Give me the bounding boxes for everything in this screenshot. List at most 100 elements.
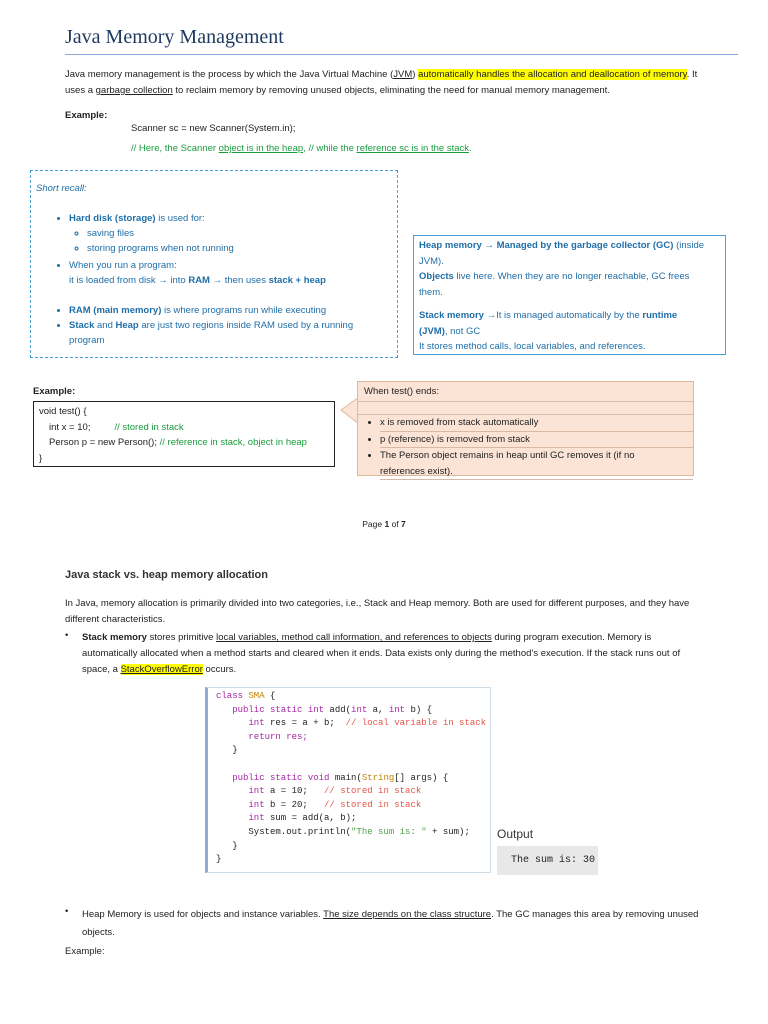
stack-text: , not GC	[444, 325, 481, 337]
example3-label: Example:	[65, 946, 105, 957]
comment-part: , // while the	[303, 143, 357, 154]
code-line: Person p = new Person(); // reference in…	[39, 435, 329, 451]
heap-line: Objects live here. When they are no long…	[419, 269, 720, 285]
recall-text: program	[69, 335, 105, 346]
code-string: "The sum is: "	[351, 826, 427, 837]
title-divider	[65, 54, 738, 55]
stack-bold: (JVM)	[419, 325, 445, 337]
code-token: }	[232, 840, 238, 851]
code-line: return res;	[216, 731, 482, 745]
code-line: }	[216, 840, 482, 854]
heap-text: objects.	[82, 927, 115, 938]
page-footer: Page 1 of 7	[0, 519, 768, 529]
callout-item: The Person object remains in heap until …	[380, 448, 693, 464]
code-line: }	[216, 853, 482, 867]
code-token: String	[361, 772, 395, 783]
recall-text: and	[94, 320, 116, 331]
code-token: void	[307, 772, 330, 783]
code-token: {	[264, 691, 276, 701]
code-token: System.out.println(	[248, 826, 352, 837]
heap-line: JVM).	[419, 255, 444, 267]
output-label: Output	[497, 827, 534, 841]
intro-paragraph: Java memory management is the process by…	[65, 67, 738, 99]
code-token: add(	[324, 704, 352, 715]
recall-text: it is loaded from disk → into	[69, 275, 189, 286]
intro-text-4: uses a	[65, 85, 96, 96]
stack-line: It stores method calls, local variables,…	[419, 341, 646, 352]
code-token: int	[307, 704, 325, 715]
code-token: res = a + b;	[264, 718, 346, 729]
intro-text-2: )	[412, 69, 419, 80]
recall-item: Stack and Heap are just two regions insi…	[69, 318, 353, 348]
heap-bold: Heap memory → Managed by the garbage col…	[419, 240, 674, 251]
heap-text: . The GC manages this area by removing u…	[491, 909, 699, 920]
example-label: Example:	[65, 110, 108, 121]
code-line: public static int add(int a, int b) {	[216, 704, 482, 718]
code-token: class	[216, 691, 249, 701]
recall-list: Hard disk (storage) is used for: saving …	[31, 211, 353, 348]
section-intro: In Java, memory allocation is primarily …	[65, 596, 738, 628]
short-recall-box: Short recall: Hard disk (storage) is use…	[30, 170, 398, 358]
intro-line: different characteristics.	[65, 614, 166, 625]
gc-term: garbage collection	[95, 85, 173, 96]
heap-text: Heap Memory is used for objects and inst…	[82, 909, 324, 920]
recall-bold: Hard disk (storage)	[69, 213, 156, 224]
code-line: int a = 10; // stored in stack	[216, 785, 482, 799]
heap-underlined: The size depends on the class structure	[323, 909, 492, 920]
intro-text-1: Java memory management is the process by…	[65, 69, 394, 80]
recall-title: Short recall:	[36, 183, 87, 194]
stackoverflow-term: StackOverflowError	[120, 664, 203, 675]
code-line: public static void main(String[] args) {	[216, 772, 482, 786]
example2-label: Example:	[33, 386, 76, 397]
code-token: SMA	[248, 691, 265, 701]
code-token: int	[351, 704, 368, 715]
stack-memory-paragraph: Stack memory stores primitive local vari…	[82, 630, 738, 678]
jvm-term: JVM	[393, 69, 413, 80]
code-token: }	[216, 854, 222, 865]
code-token: int	[248, 786, 265, 797]
code-line: }	[39, 452, 43, 464]
heap-line: Heap memory → Managed by the garbage col…	[419, 238, 720, 254]
example2-code-box: void test() { int x = 10;// stored in st…	[33, 401, 335, 467]
code-token: + sum);	[426, 826, 470, 837]
stack-text: stores primitive	[146, 632, 217, 643]
page-title: Java Memory Management	[65, 26, 284, 48]
stack-text: space, a	[82, 664, 121, 675]
code-text: Person p = new Person();	[49, 437, 160, 448]
code-panel: class SMA { public static int add(int a,…	[205, 687, 491, 873]
code-token: [] args) {	[394, 772, 449, 783]
callout-item: references exist).	[380, 464, 693, 480]
output-box: The sum is: 30	[497, 846, 598, 875]
recall-bold: RAM	[188, 275, 210, 286]
stack-text: during program execution. Memory is	[491, 632, 652, 643]
code-line	[216, 758, 482, 772]
heap-text: live here. When they are no longer reach…	[453, 271, 690, 282]
footer-text: of	[389, 519, 402, 529]
footer-text: Page	[362, 519, 385, 529]
code-token: main(	[329, 772, 362, 783]
intro-text-3: . It	[686, 69, 698, 80]
recall-text: → then uses	[209, 275, 269, 286]
code-line: }	[216, 744, 482, 758]
code-token: b) {	[405, 704, 433, 715]
code-comment: // stored in stack	[114, 421, 184, 433]
comment-part: reference sc is in the stack	[356, 143, 469, 154]
code-comment: // local variable in stack	[345, 718, 487, 729]
code-comment: // stored in stack	[324, 799, 422, 810]
comment-part: object is in the heap	[218, 143, 304, 154]
code-token: sum = add(a, b);	[264, 813, 357, 824]
code-token: int	[248, 813, 265, 824]
test-ends-callout: When test() ends: x is removed from stac…	[357, 381, 694, 480]
comment-part: .	[469, 143, 472, 154]
heap-line: them.	[419, 286, 443, 298]
callout-title: When test() ends:	[358, 382, 693, 402]
output-text: The sum is: 30	[511, 855, 596, 866]
code-line: int b = 20; // stored in stack	[216, 799, 482, 813]
recall-text: is where programs run while executing	[161, 305, 327, 316]
callout-item: p (reference) is removed from stack	[380, 432, 693, 448]
code-line: void test() {	[39, 406, 87, 417]
intro-text-5: to reclaim memory by removing unused obj…	[172, 85, 610, 96]
code-line: int res = a + b; // local variable in st…	[216, 717, 486, 731]
heap-bold: Objects	[419, 271, 454, 282]
stack-text: →It is managed automatically by the	[483, 310, 643, 321]
